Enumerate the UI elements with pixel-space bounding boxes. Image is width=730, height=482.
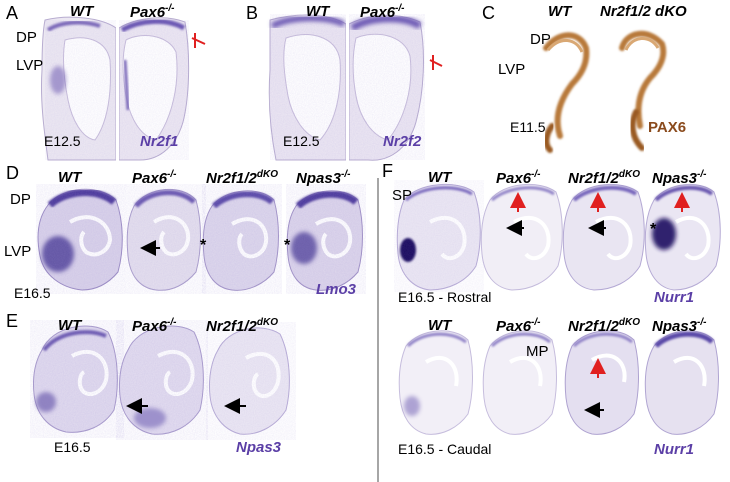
- panel-d-marker: Lmo3: [316, 281, 357, 298]
- panel-e-letter: E: [6, 311, 19, 331]
- panel-f-rostral-genotype-pax6: Pax6-/-: [496, 169, 541, 187]
- panel-d-letter: D: [6, 163, 19, 183]
- panel-d-genotype-wt: WT: [58, 169, 82, 186]
- panel-b-section-pax6: [348, 14, 425, 161]
- panel-f-rostral-region-sp: SP: [392, 187, 413, 204]
- panel-d-section-wt: [36, 184, 126, 294]
- panel-e-marker: Npas3: [236, 439, 282, 456]
- panel-b-red-marker: [429, 55, 443, 70]
- panel-f-caudal-section-pax6: [482, 330, 557, 435]
- panel-f-caudal-genotype-pax6: Pax6-/-: [496, 317, 541, 335]
- panel-a-red-marker: [191, 33, 206, 48]
- panel-c-region-dp: DP: [530, 31, 551, 48]
- panel-d-genotype-dko: Nr2f1/2dKO: [206, 169, 278, 187]
- panel-e-stage: E16.5: [54, 439, 91, 455]
- panel-f-letter: F: [382, 161, 393, 181]
- panel-b-genotype-wt: WT: [306, 3, 330, 20]
- panel-a-marker: Nr2f1: [140, 133, 179, 150]
- panel-f-rostral-genotype-npas3: Npas3-/-: [652, 169, 707, 187]
- panel-d-stage: E16.5: [14, 285, 51, 301]
- panel-e-section-dko: [206, 322, 296, 440]
- panel-f-rostral-section-wt: [394, 180, 484, 292]
- panel-c-region-lvp: LVP: [498, 61, 526, 78]
- panel-f-caudal-region-mp: MP: [526, 343, 549, 360]
- panel-c-section-wt: [543, 32, 590, 153]
- panel-d-region-dp: DP: [10, 191, 31, 208]
- panel-f-rostral-marker: Nurr1: [654, 289, 695, 306]
- panel-f-caudal-genotype-npas3: Npas3-/-: [652, 317, 707, 335]
- panel-c-letter: C: [482, 3, 495, 23]
- panel-a-section-pax6: [118, 17, 190, 161]
- panel-f-rostral-asterisk: *: [650, 221, 657, 238]
- panel-c-section-dko: [619, 31, 667, 151]
- panel-b-genotype-pax6: Pax6-/-: [360, 3, 405, 21]
- panel-e-section-wt: [30, 320, 124, 438]
- panel-e-genotype-dko: Nr2f1/2dKO: [206, 317, 278, 335]
- panel-e-genotype-pax6: Pax6-/-: [132, 317, 177, 335]
- panel-c-stage: E11.5: [510, 119, 546, 135]
- panel-b-stage: E12.5: [283, 133, 320, 149]
- panel-d-genotype-pax6: Pax6-/-: [132, 169, 177, 187]
- panel-d-section-dko: [202, 184, 282, 294]
- panel-f-caudal-section-npas3: [644, 330, 719, 435]
- panel-d-section-pax6: [126, 184, 206, 294]
- panel-d-genotype-npas3: Npas3-/-: [296, 169, 351, 187]
- panel-f-rostral-section-dko: [562, 183, 645, 291]
- panel-b-marker: Nr2f2: [383, 133, 422, 150]
- panel-e-genotype-wt: WT: [58, 317, 82, 334]
- panel-f-rostral-section-pax6: [480, 183, 563, 291]
- panel-f-rostral-genotype-dko: Nr2f1/2dKO: [568, 169, 640, 187]
- panel-c-genotype-dko: Nr2f1/2 dKO: [600, 3, 687, 20]
- panel-d-asterisk-npas3: *: [284, 237, 291, 254]
- panel-b-section-wt: [268, 14, 347, 161]
- panel-e-section-pax6: [116, 320, 208, 440]
- panel-f-caudal-section-wt: [398, 330, 473, 435]
- panel-f-caudal-stage: E16.5 - Caudal: [398, 441, 492, 457]
- panel-a-region-lvp: LVP: [16, 57, 44, 74]
- panel-f-caudal-marker: Nurr1: [654, 441, 695, 458]
- panel-f-caudal-section-dko: [564, 330, 639, 435]
- panel-a-section-wt: [40, 16, 117, 161]
- panel-b-letter: B: [246, 3, 259, 23]
- panel-c-marker: PAX6: [648, 119, 687, 136]
- panel-a-letter: A: [6, 3, 19, 23]
- panel-f-caudal-genotype-dko: Nr2f1/2dKO: [568, 317, 640, 335]
- panel-d-section-npas3: [286, 184, 366, 294]
- panel-d-region-lvp: LVP: [4, 243, 32, 260]
- panel-f-rostral-section-npas3: [644, 183, 721, 291]
- panel-f-caudal-genotype-wt: WT: [428, 317, 452, 334]
- panel-d-asterisk-dko: *: [200, 237, 207, 254]
- panel-a-genotype-wt: WT: [70, 3, 94, 20]
- panel-f-rostral-genotype-wt: WT: [428, 169, 452, 186]
- panel-a-region-dp: DP: [16, 29, 37, 46]
- panel-c-genotype-wt: WT: [548, 3, 572, 20]
- panel-f-rostral-stage: E16.5 - Rostral: [398, 289, 492, 305]
- panel-a-genotype-pax6: Pax6-/-: [130, 3, 175, 21]
- panel-a-stage: E12.5: [44, 133, 81, 149]
